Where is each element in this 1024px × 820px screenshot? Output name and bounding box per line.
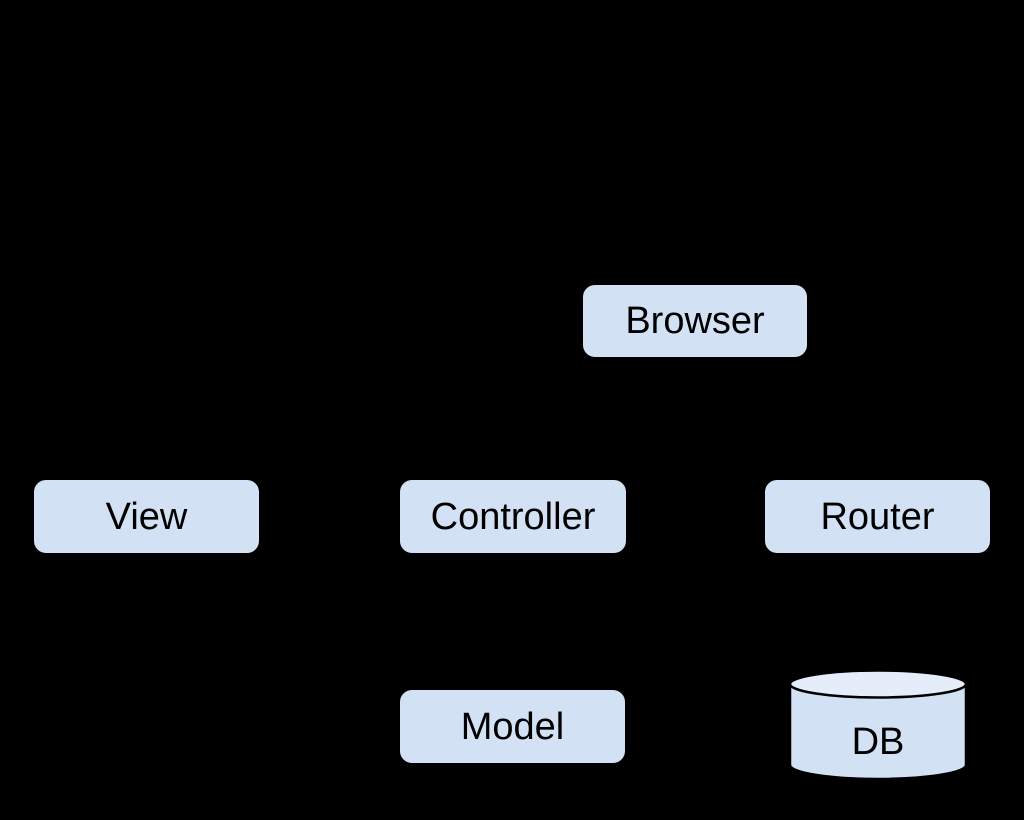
node-browser: Browser <box>581 283 809 359</box>
node-router-label: Router <box>820 495 935 538</box>
node-controller-label: Controller <box>430 495 596 538</box>
node-model-label: Model <box>460 705 565 748</box>
node-model: Model <box>398 688 627 765</box>
node-browser-label: Browser <box>625 300 765 342</box>
node-view: View <box>32 478 261 555</box>
node-db-label: DB <box>851 721 905 763</box>
database-cylinder-icon <box>788 669 968 781</box>
node-router: Router <box>763 478 992 555</box>
node-controller: Controller <box>398 478 628 555</box>
node-view-label: View <box>105 495 188 538</box>
node-db: DB <box>788 668 968 782</box>
